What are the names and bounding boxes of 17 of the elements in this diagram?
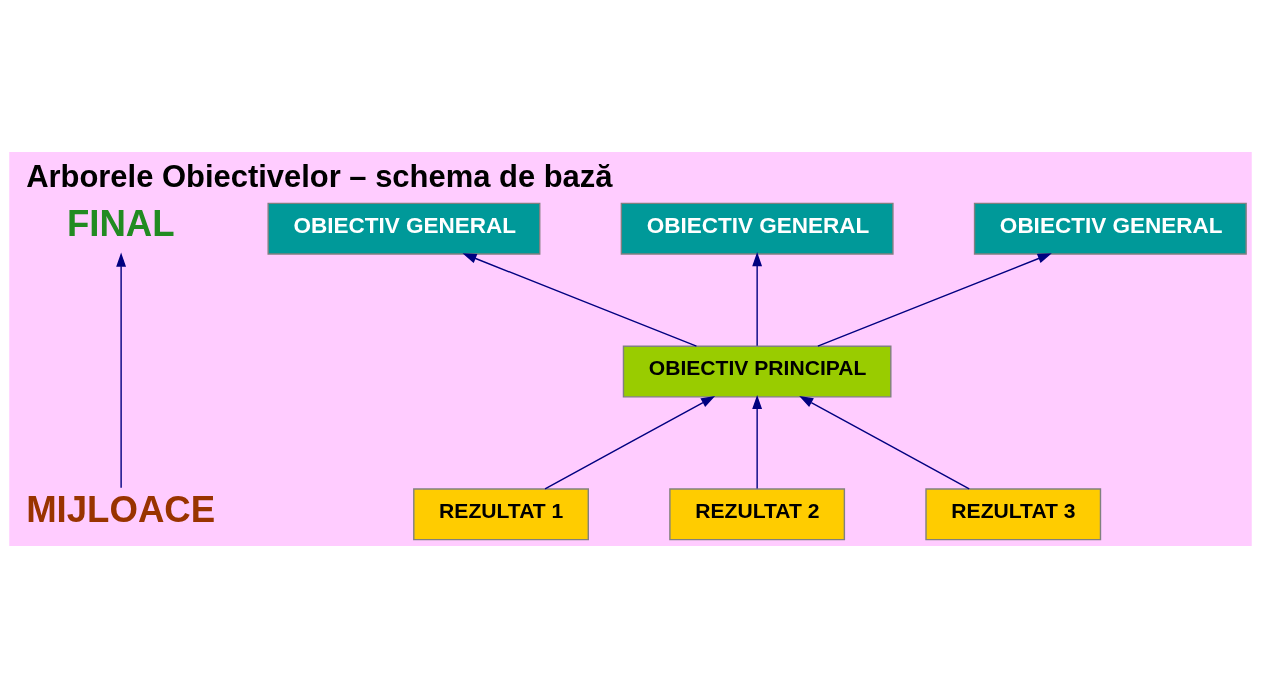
arrow bbox=[817, 253, 1052, 347]
node-text: FINAL bbox=[66, 203, 175, 245]
node-text: MIJLOACE bbox=[26, 488, 216, 530]
node-box: OBIECTIV PRINCIPAL bbox=[622, 345, 892, 398]
arrow bbox=[116, 252, 127, 489]
arrow bbox=[544, 395, 716, 490]
node-box: OBIECTIV GENERAL bbox=[620, 202, 894, 255]
arrow bbox=[752, 252, 763, 347]
node-box: REZULTAT 3 bbox=[925, 488, 1102, 541]
arrow bbox=[462, 253, 698, 347]
node-box: OBIECTIV GENERAL bbox=[267, 202, 541, 255]
node-box: REZULTAT 2 bbox=[669, 488, 846, 541]
arrow bbox=[752, 394, 763, 490]
node-box: REZULTAT 1 bbox=[413, 488, 589, 541]
diagram-title: Arborele Obiectivelor – schema de bază bbox=[26, 158, 613, 194]
node-box: OBIECTIV GENERAL bbox=[973, 202, 1247, 255]
arrow bbox=[799, 395, 970, 490]
